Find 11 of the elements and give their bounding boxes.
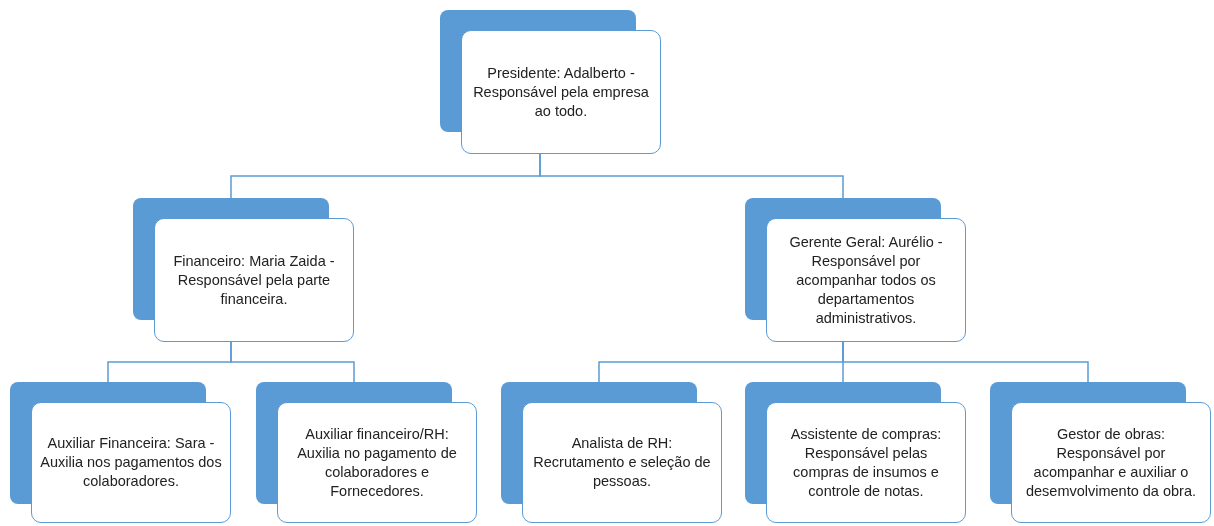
role-text: Assistente de compras: Responsável pelas compras de insumos e controle de notas. — [789, 424, 943, 501]
connector-line — [539, 153, 844, 199]
role-text: Analista de RH: Recrutamento e seleção de pessoas. — [532, 434, 712, 491]
role-text: Presidente: Adalberto - Responsável pela empresa ao todo. — [472, 63, 650, 121]
role-text: Gestor de obras: Responsável por acompanhar e auxiliar o desemvolvimento da obra. — [1024, 424, 1198, 501]
connector-line — [842, 341, 1089, 383]
role-text: Auxiliar financeiro/RH: Auxilia no pagamento de colaboradores e Fornecedores. — [296, 424, 458, 501]
role-text: Auxiliar Financeira: Sara - Auxilia nos pagamentos dos colaboradores. — [40, 434, 222, 491]
role-text: Financeiro: Maria Zaida - Responsável pela parte financeira. — [172, 251, 336, 309]
role-text: Gerente Geral: Aurélio - Responsável por acompanhar todos os departamentos administrativos. — [788, 232, 944, 328]
connector-line — [230, 341, 355, 383]
